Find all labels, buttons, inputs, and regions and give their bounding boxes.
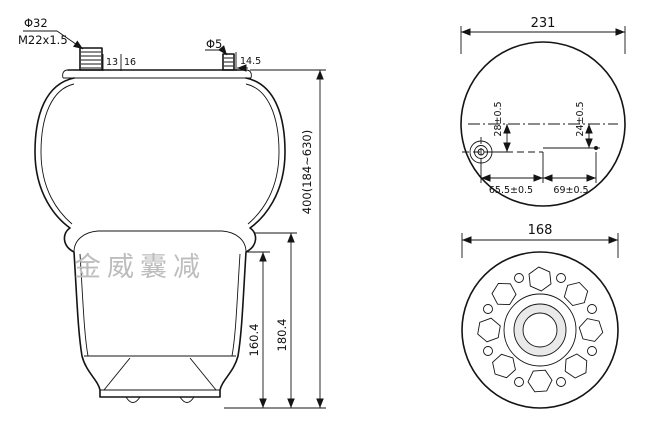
center-bore (503, 293, 577, 367)
dim-13: 13 (106, 57, 118, 68)
top-view-horizontal-dims: 65.5±0.5 69±0.5 (480, 152, 597, 196)
plate-offset-dims: 13 16 (102, 54, 136, 71)
dim-180-4: 180.4 (275, 319, 289, 352)
dim-design-height: 400(184~630) (300, 130, 314, 214)
dim-65-5: 65.5±0.5 (489, 185, 533, 196)
dim-16: 16 (124, 57, 136, 68)
piston (73, 230, 247, 403)
dim-24: 24±0.5 (575, 101, 586, 136)
top-view: 231 28±0.5 24±0.5 65.5±0.5 69±0.5 (460, 16, 626, 207)
dim-69: 69±0.5 (553, 185, 588, 196)
label-thread-spec: M22x1.5 (18, 33, 68, 47)
top-plate (62, 69, 252, 79)
watermark-text: 金威囊减 (74, 252, 206, 283)
thread-callout: Φ32 M22x1.5 (18, 16, 84, 50)
vent-hole-ring (483, 273, 597, 387)
label-phi32: Φ32 (24, 16, 48, 30)
side-view: 金威囊减 Φ32 M22x1.5 Φ5 13 16 14.5 (18, 16, 326, 409)
top-view-vertical-dims: 28±0.5 24±0.5 (490, 101, 600, 153)
dim-160-4: 160.4 (247, 324, 261, 357)
air-port-callout: Φ5 (205, 37, 228, 56)
dim-14-5: 14.5 (240, 56, 261, 67)
dim-231: 231 (531, 16, 556, 31)
top-view-diameter-dim: 231 (460, 16, 626, 54)
air-port-offset-dim: 14.5 (235, 52, 261, 72)
side-view-dimensions: 400(184~630) 180.4 160.4 (224, 69, 326, 409)
bottom-view: 168 (461, 223, 619, 409)
bellows-inner-wall (40, 83, 280, 225)
dim-28: 28±0.5 (493, 101, 504, 136)
bellows-outline (34, 77, 286, 398)
threaded-stud (79, 47, 103, 71)
air-port-stud (222, 53, 235, 71)
bottom-view-outer-circle (461, 251, 619, 409)
top-view-outer-circle (460, 41, 626, 207)
dim-168: 168 (528, 223, 553, 238)
bottom-view-diameter-dim: 168 (461, 223, 619, 258)
label-phi5: Φ5 (206, 37, 222, 51)
